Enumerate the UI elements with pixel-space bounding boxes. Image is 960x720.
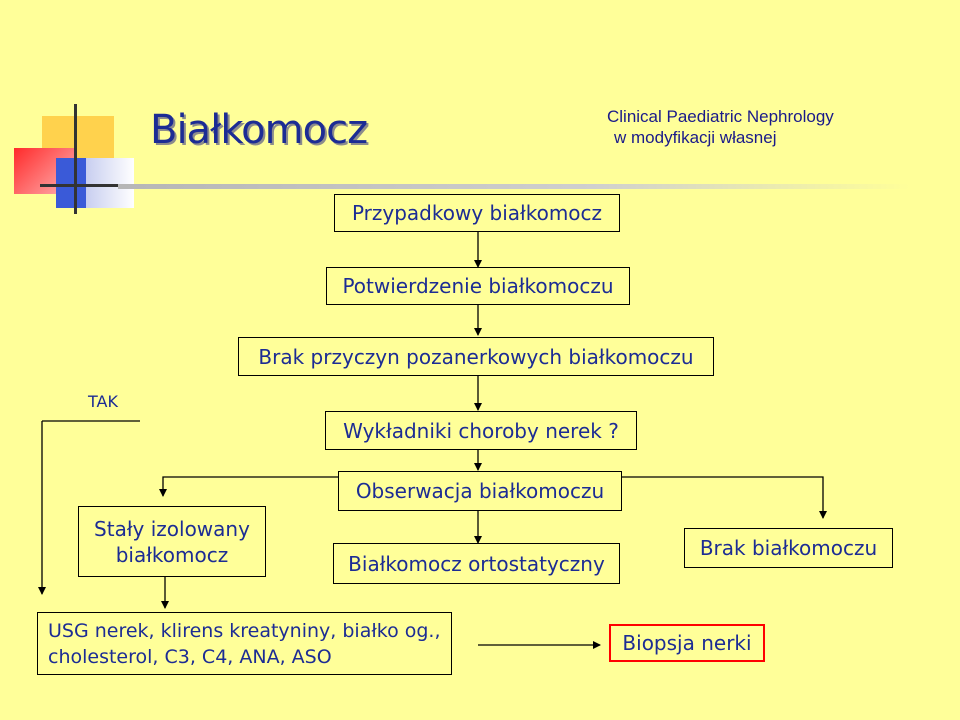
decorative-squares (0, 0, 160, 220)
staly-line-2: białkomocz (115, 542, 229, 567)
node-wykladniki-choroby-nerek: Wykładniki choroby nerek ? (325, 411, 637, 450)
connector-obserwacja-to-brak (622, 476, 827, 519)
node-biopsja-nerki: Biopsja nerki (609, 624, 765, 662)
node-brak-bialkomoczu: Brak białkomoczu (684, 528, 893, 568)
connector-obserwacja-to-staly (159, 476, 338, 497)
source-note: Clinical Paediatric Nephrology w modyfik… (607, 106, 834, 148)
source-line-1: Clinical Paediatric Nephrology (607, 107, 834, 126)
node-brak-przyczyn-pozanerkowych: Brak przyczyn pozanerkowych białkomoczu (238, 337, 714, 376)
page-title: Białkomocz (150, 107, 368, 153)
node-bialkomocz-ortostatyczny: Białkomocz ortostatyczny (333, 543, 620, 584)
header-divider-line (118, 184, 910, 189)
node-potwierdzenie-bialkomoczu: Potwierdzenie białkomoczu (326, 267, 630, 305)
source-line-2: w modyfikacji własnej (614, 128, 777, 147)
usg-line-1: USG nerek, klirens kreatyniny, białko og… (48, 619, 441, 642)
usg-line-2: cholesterol, C3, C4, ANA, ASO (48, 645, 332, 668)
node-usg-badania: USG nerek, klirens kreatyniny, białko og… (37, 612, 452, 675)
node-staly-izolowany-bialkomocz: Stały izolowany białkomocz (78, 506, 266, 577)
label-tak: TAK (88, 392, 118, 411)
node-obserwacja-bialkomoczu: Obserwacja białkomoczu (338, 471, 622, 511)
node-przypadkowy-bialkomocz: Przypadkowy białkomocz (334, 194, 620, 232)
staly-line-1: Stały izolowany (94, 516, 250, 541)
